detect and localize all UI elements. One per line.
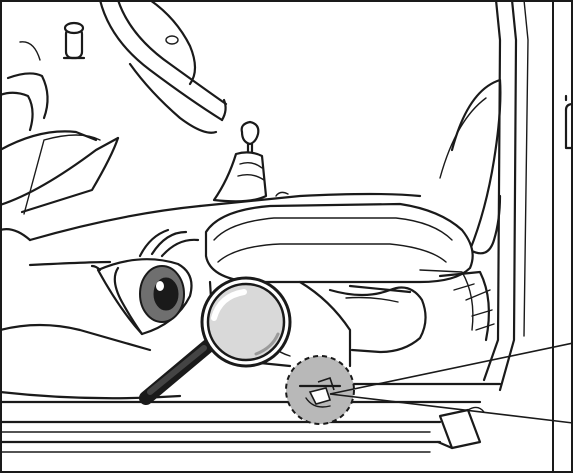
dashboard (0, 42, 200, 265)
gear-shifter-icon (214, 122, 266, 201)
steering-wheel (100, 0, 226, 133)
knob-icon (64, 23, 84, 58)
eye-icon (92, 230, 198, 334)
door-pillar (484, 0, 528, 390)
seat-rail-detail-icon (286, 356, 354, 424)
